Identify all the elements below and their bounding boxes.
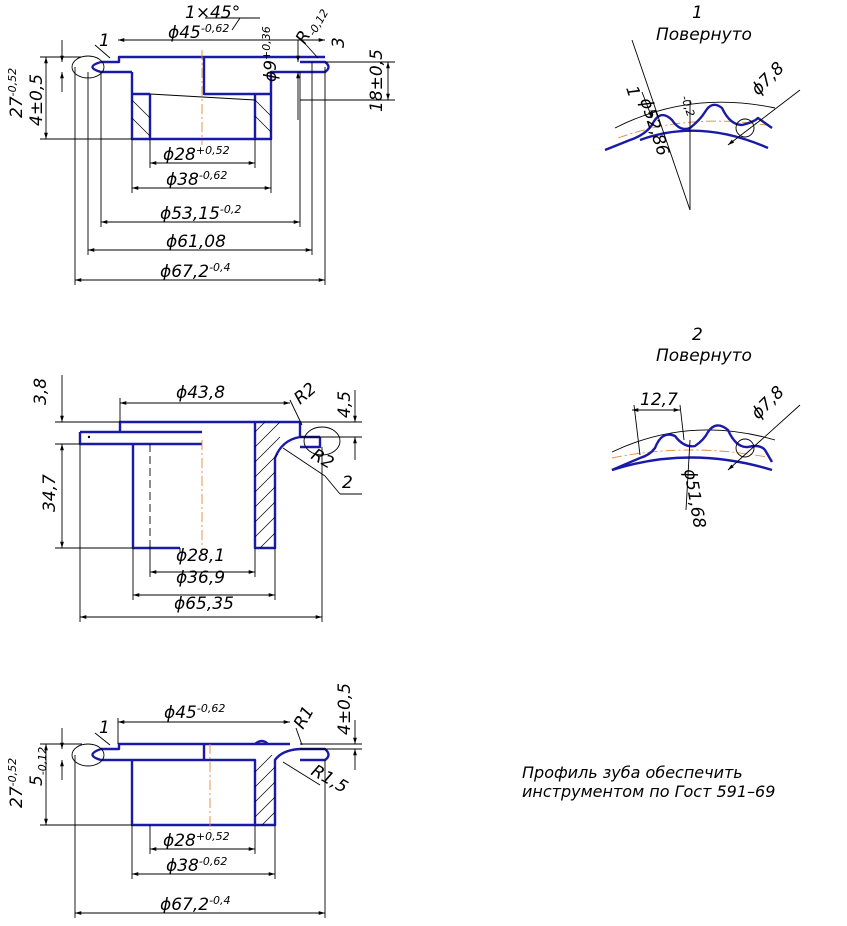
middle-view: 3,8 ϕ43,8 R2 4,5 R2 2 34,7 ϕ28,1 ϕ36,9 ϕ…	[31, 375, 362, 622]
dim-3-label: 3	[329, 37, 349, 48]
hatching	[254, 421, 281, 549]
h18-label: 18±0,5	[367, 49, 387, 112]
bottom-d45-label: ϕ45-0,62	[164, 702, 225, 723]
detail-2-tooth-profile	[611, 424, 774, 472]
middle-view-contour	[78, 420, 341, 553]
hatching-bottom	[254, 754, 276, 826]
detail-2-width: 12,7	[640, 390, 678, 410]
h347-label: 34,7	[40, 474, 60, 512]
detail-2-ball: ϕ7,8	[747, 382, 788, 423]
d9-label: ϕ9+0,36	[260, 26, 281, 82]
r2-bottom-label: R2	[308, 445, 338, 474]
note-line-1: Профиль зуба обеспечить	[522, 763, 743, 782]
d28-label: ϕ28+0,52	[163, 144, 230, 165]
detail-2-outer-arc	[611, 429, 776, 453]
top-view-dimension-lines	[40, 17, 395, 285]
bottom-view: 1 ϕ45-0,62 R1 4±0,5 27-0,52 5-0,12 R1,5 …	[6, 683, 362, 918]
h38-label: 3,8	[31, 378, 51, 405]
detail-1-number: 1	[692, 3, 703, 23]
middle-view-labels: 3,8 ϕ43,8 R2 4,5 R2 2 34,7 ϕ28,1 ϕ36,9 ϕ…	[31, 378, 355, 614]
d5315-label: ϕ53,15-0,2	[160, 203, 241, 224]
detail-1-ball: ϕ7,8	[747, 58, 788, 99]
d38-label: ϕ38-0,62	[166, 169, 227, 190]
bottom-h27-label: 27-0,52	[6, 758, 27, 808]
bottom-view-labels: 1 ϕ45-0,62 R1 4±0,5 27-0,52 5-0,12 R1,5 …	[6, 683, 355, 915]
d281-label: ϕ28,1	[176, 546, 225, 566]
d6108-label: ϕ61,08	[166, 232, 226, 252]
marker-1-top: 1	[99, 31, 110, 51]
dim-45-label: 4,5	[335, 391, 355, 418]
detail-1-pitch-diameter: ϕ52,86	[635, 95, 673, 158]
r1-label: R1	[290, 703, 319, 733]
detail-1-tol: -0,2	[678, 94, 697, 118]
top-view: 1 1×45° ϕ45-0,62 ϕ9+0,36 R-0,12 3 18±0,5…	[6, 3, 395, 285]
note-line-2: инструментом по Гост 591–69	[522, 782, 775, 801]
r15-label: R1,5	[308, 761, 352, 798]
marker-1-bottom: 1	[99, 718, 110, 738]
d672-label: ϕ67,2-0,4	[160, 261, 231, 282]
detail-1-root-arc	[639, 129, 769, 150]
h27-label: 27-0,52	[6, 68, 27, 118]
middle-view-dimension-lines	[55, 375, 362, 622]
h5-label: 5-0,12	[27, 747, 49, 786]
bottom-d38-label: ϕ38-0,62	[166, 855, 227, 876]
d45-label: ϕ45-0,62	[168, 22, 229, 43]
r2-top-label: R2	[290, 379, 320, 409]
bottom-d672-label: ϕ67,2-0,4	[160, 894, 231, 915]
bottom-view-dimension-lines	[40, 718, 362, 918]
detail-2-root-arc	[611, 456, 773, 472]
detail-1-outer-arc	[614, 101, 776, 129]
detail-2: 2 Повернуто 12,7 ϕ7,8 ϕ51,68	[611, 325, 801, 530]
d6535-label: ϕ65,35	[174, 594, 234, 614]
radius-label: R-0,12	[292, 3, 331, 49]
detail-1-small-dim: 1	[621, 83, 643, 99]
bottom-callout-circle	[71, 743, 105, 767]
h4-label: 4±0,5	[27, 74, 47, 126]
d438-label: ϕ43,8	[176, 383, 225, 403]
d369-label: ϕ36,9	[176, 568, 225, 588]
top-view-labels: 1 1×45° ϕ45-0,62 ϕ9+0,36 R-0,12 3 18±0,5…	[6, 3, 387, 282]
top-view-contour	[71, 50, 330, 145]
chamfer-label: 1×45°	[185, 3, 240, 23]
bottom-d28-label: ϕ28+0,52	[163, 830, 230, 851]
bottom-h4-label: 4±0,5	[335, 683, 355, 735]
detail-2-caption: Повернуто	[656, 346, 752, 366]
bottom-view-contour	[71, 739, 330, 830]
technical-note: Профиль зуба обеспечить инструментом по …	[522, 763, 775, 801]
marker-2: 2	[342, 473, 353, 493]
detail-1-tooth-profile	[604, 103, 773, 152]
detail-2-number: 2	[692, 325, 703, 345]
detail-1-caption: Повернуто	[656, 25, 752, 45]
detail-2-diameter: ϕ51,68	[679, 467, 709, 530]
detail-1: 1 Повернуто ϕ52,86 1 -0,2 ϕ7,8	[604, 3, 801, 211]
